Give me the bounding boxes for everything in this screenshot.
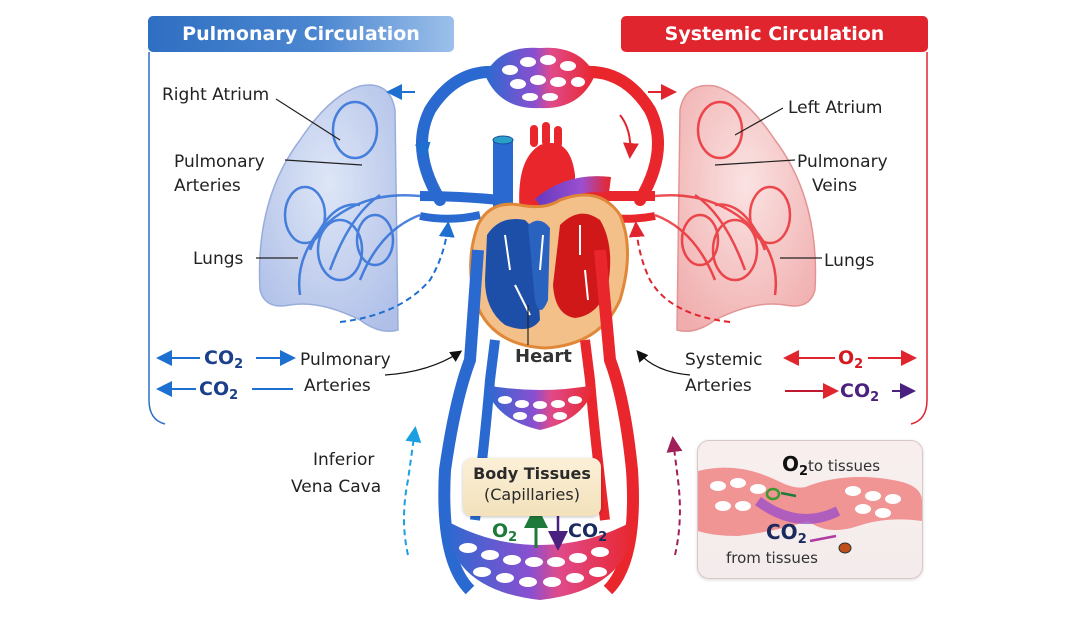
label-lungs-right: Lungs [824,251,875,271]
label-inferior-vena-cava-line1: Inferior [313,450,375,470]
body-tissues-box: Body Tissues (Capillaries) [463,458,601,516]
label-pulmonary-veins-line1: Pulmonary [797,152,888,172]
pulmonary-trunk [534,176,611,212]
label-pulmonary-veins-line2: Veins [812,176,858,196]
middle-capillary-bed [485,385,595,430]
pulmonary-section-frame [148,52,166,425]
co2-label-left-top: CO2 [204,347,244,372]
inset-co2-from-tissues: from tissues [726,549,818,567]
inset-o2-label: O2 [782,452,809,479]
pulmonary-arteries-pointer [384,350,463,376]
label-center-pulmonary-arteries-line2: Arteries [304,376,371,396]
bottom-capillary-bed [445,520,635,600]
label-inferior-vena-cava-line2: Vena Cava [291,477,382,497]
pulmonary-circulation-header: Pulmonary Circulation [148,16,454,52]
label-pulmonary-arteries-line2: Arteries [174,176,241,196]
inset-co2-label: CO2 [766,520,807,547]
co2-label-left-bottom: CO2 [199,378,239,403]
inferior-vena-cava-vessel [438,249,484,595]
body-tissues-subtitle: (Capillaries) [484,485,580,504]
inset-capillary-artwork [698,467,922,554]
label-left-atrium: Left Atrium [788,98,883,118]
inset-o2-to-tissues: to tissues [808,457,881,475]
superior-vena-cava [493,140,513,220]
descending-aorta-vessel [594,249,639,595]
systemic-section-frame [910,52,928,425]
left-lung [258,84,421,332]
co2-molecule-icon [838,542,852,554]
label-systemic-arteries-line1: Systemic [685,350,763,370]
label-systemic-arteries-line2: Arteries [685,376,752,396]
oxygen-molecule-icon [765,487,781,501]
co2-label-tissues: CO2 [568,520,608,545]
co2-label-right: CO2 [840,380,880,405]
right-lung [654,84,817,332]
label-center-pulmonary-arteries-line1: Pulmonary [300,350,391,370]
systemic-circulation-header: Systemic Circulation [621,16,928,52]
top-capillary-bed [485,47,595,109]
label-pulmonary-arteries-line1: Pulmonary [174,152,265,172]
o2-label-right: O2 [838,347,864,372]
label-lungs-left: Lungs [193,249,244,269]
heart [469,193,629,350]
pulmonary-loop-vessel [416,65,501,206]
systemic-loop-vessel [579,65,664,206]
o2-label-tissues: O2 [492,520,518,545]
label-heart: Heart [515,346,572,367]
gas-exchange-inset: O2 to tissues CO2 from tissues [697,440,923,579]
systemic-arteries-pointer [636,350,691,376]
label-right-atrium: Right Atrium [162,85,270,105]
body-tissues-title: Body Tissues [473,464,591,483]
